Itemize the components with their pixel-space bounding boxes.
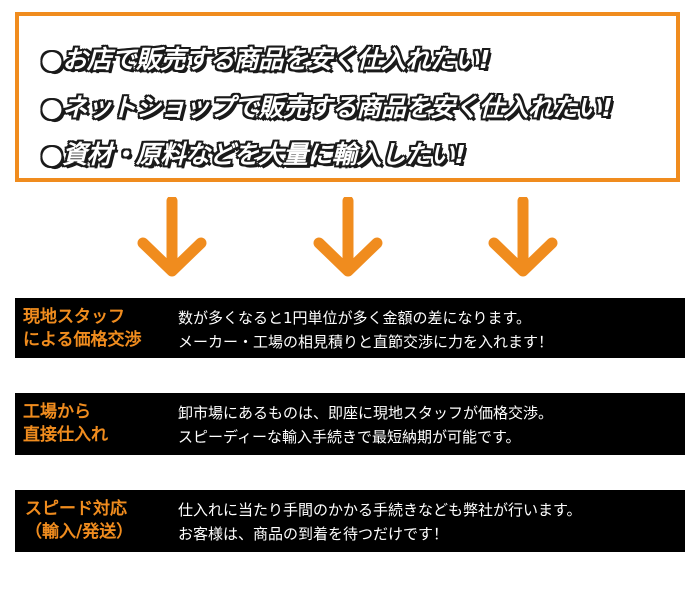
feature-desc-line: お客様は、商品の到着を待つだけです！ — [178, 525, 449, 543]
feature-title: 現地スタッフ による価格交渉 — [23, 306, 173, 352]
feature-title: スピード対応 （輸入/発送） — [25, 498, 175, 544]
need-item: ●ネットショップで販売する商品を安く仕入れたい! — [41, 93, 613, 122]
feature-desc-line: 卸市場にあるものは、即座に現地スタッフが価格交渉。 — [178, 404, 554, 422]
feature-title: 工場から 直接仕入れ — [23, 401, 173, 447]
feature-title-line: による価格交渉 — [23, 330, 142, 350]
feature-band: 現地スタッフ による価格交渉 数が多くなると1円単位が多く金額の差になります。 … — [15, 298, 685, 358]
feature-description: 卸市場にあるものは、即座に現地スタッフが価格交渉。 スピーディーな輸入手続きで最… — [178, 401, 553, 449]
arrow-down-icon — [313, 197, 383, 277]
feature-title-line: （輸入/発送） — [25, 522, 134, 542]
feature-desc-line: 数が多くなると1円単位が多く金額の差になります。 — [178, 309, 532, 327]
feature-band: スピード対応 （輸入/発送） 仕入れに当たり手間のかかる手続きなども弊社が行いま… — [15, 490, 685, 552]
feature-desc-line: メーカー・工場の相見積りと直節交渉に力を入れます！ — [178, 333, 554, 351]
feature-description: 仕入れに当たり手間のかかる手続きなども弊社が行います。 お客様は、商品の到着を待… — [178, 498, 582, 546]
feature-description: 数が多くなると1円単位が多く金額の差になります。 メーカー・工場の相見積りと直節… — [178, 306, 553, 354]
arrow-down-icon — [488, 197, 558, 277]
feature-title-line: 直接仕入れ — [23, 425, 108, 445]
feature-desc-line: 仕入れに当たり手間のかかる手続きなども弊社が行います。 — [178, 501, 582, 519]
arrow-down-icon — [137, 197, 207, 277]
need-item: ●お店で販売する商品を安く仕入れたい! — [41, 45, 490, 74]
feature-band: 工場から 直接仕入れ 卸市場にあるものは、即座に現地スタッフが価格交渉。 スピー… — [15, 393, 685, 455]
need-item: ●資材・原料などを大量に輸入したい! — [41, 140, 466, 169]
feature-desc-line: スピーディーな輸入手続きで最短納期が可能です。 — [178, 428, 521, 446]
feature-title-line: 現地スタッフ — [23, 307, 125, 327]
feature-title-line: 工場から — [23, 402, 91, 422]
feature-title-line: スピード対応 — [25, 499, 127, 519]
needs-box: ●お店で販売する商品を安く仕入れたい! ●ネットショップで販売する商品を安く仕入… — [15, 12, 680, 182]
